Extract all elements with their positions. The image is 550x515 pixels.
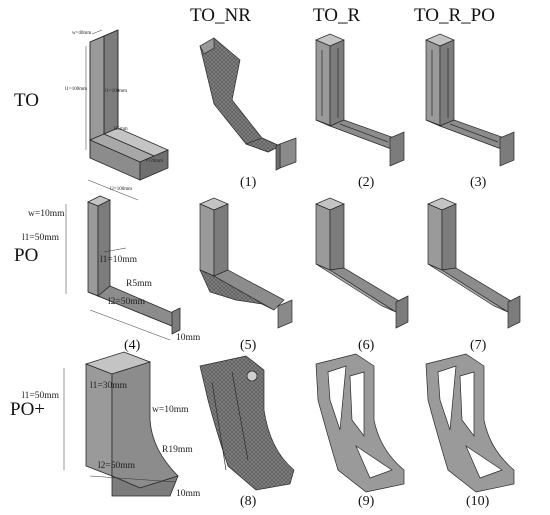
dim-po-l1: l1=50mm — [22, 233, 60, 243]
po-plus-base-dimension-lines — [63, 368, 177, 483]
topology-to-r-po — [425, 33, 515, 167]
topology-po-plus-nr — [199, 355, 295, 491]
topology-po-r — [315, 197, 409, 329]
panel-number-8: (8) — [240, 494, 257, 509]
panel-number-2: (2) — [358, 175, 375, 190]
po-plus-base-bracket — [84, 351, 179, 497]
dim-pop-r: R19mm — [162, 445, 193, 455]
dim-to-t: t=20mm — [146, 159, 163, 164]
topology-po-nr — [199, 197, 293, 329]
to-base-dimension-lines — [85, 29, 139, 201]
column-header-to-nr: TO_NR — [190, 5, 251, 26]
dim-to-l1: l1=100mm — [65, 87, 87, 92]
dim-to-l2: l2=100mm — [110, 187, 132, 192]
column-header-to-r-po: TO_R_PO — [414, 5, 495, 26]
po-base-bracket — [87, 195, 181, 335]
row-header-to: TO — [14, 90, 39, 111]
dim-pop-l2: l2=50mm — [98, 461, 136, 471]
dim-to-l1-inner: l1=100mm — [105, 89, 127, 94]
dim-to-r: R5mm — [114, 127, 128, 132]
panel-number-4: (4) — [124, 338, 141, 353]
dim-pop-l1: l1=50mm — [22, 391, 60, 401]
panel-number-5: (5) — [240, 338, 257, 353]
topology-po-plus-r-po — [425, 353, 515, 493]
dim-pop-t: 10mm — [176, 489, 201, 499]
panel-number-10: (10) — [466, 494, 490, 509]
panel-number-7: (7) — [470, 338, 487, 353]
topology-po-r-po — [427, 197, 521, 329]
dim-pop-w: w=10mm — [152, 405, 189, 415]
topology-to-r — [315, 33, 405, 167]
row-header-po-plus: PO+ — [10, 399, 46, 420]
topology-to-nr-mesh — [199, 37, 297, 171]
dim-po-l2: l2=50mm — [108, 297, 146, 307]
dim-po-t: 10mm — [176, 333, 201, 343]
dim-pop-l1-inner: l1=30mm — [90, 381, 128, 391]
dim-to-w: w=40mm — [72, 31, 91, 36]
dim-po-w: w=10mm — [28, 209, 65, 219]
row-header-po: PO — [14, 245, 39, 266]
panel-number-6: (6) — [358, 338, 375, 353]
panel-number-1: (1) — [240, 175, 257, 190]
column-header-to-r: TO_R — [313, 5, 361, 26]
po-base-dimension-lines — [65, 204, 171, 341]
topology-po-plus-r — [315, 353, 405, 493]
to-base-bracket — [88, 29, 170, 181]
dim-po-r: R5mm — [126, 279, 152, 289]
dim-po-l1-inner: l1=10mm — [100, 255, 138, 265]
panel-number-3: (3) — [470, 175, 487, 190]
panel-number-9: (9) — [358, 494, 375, 509]
